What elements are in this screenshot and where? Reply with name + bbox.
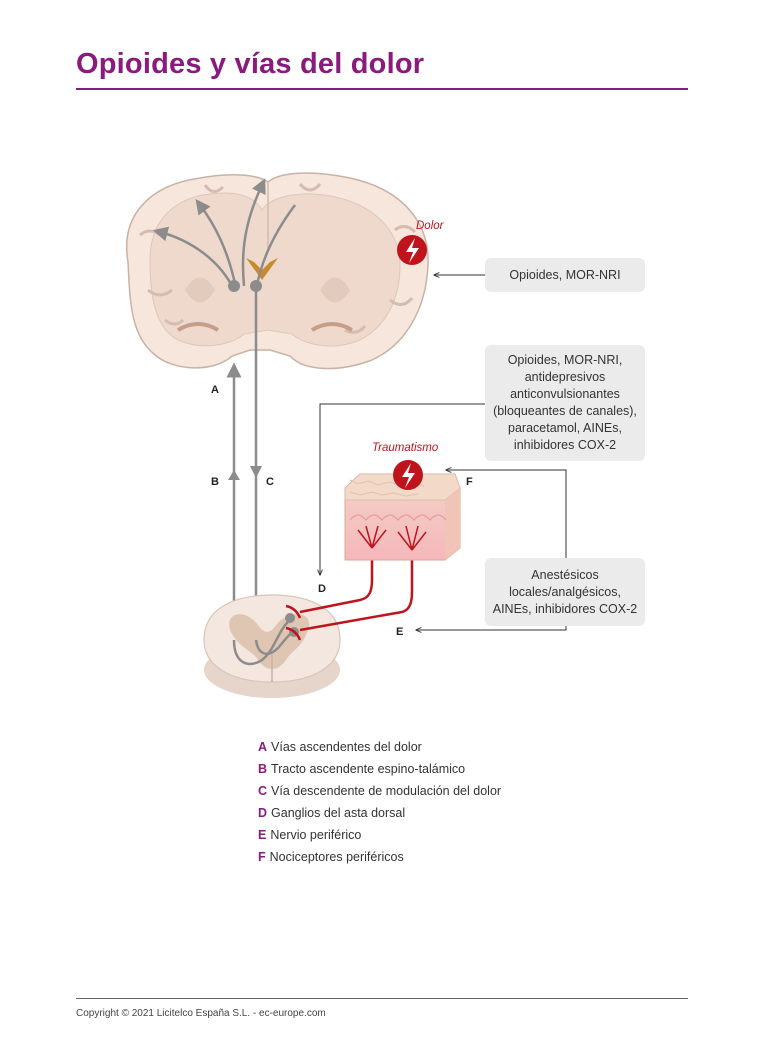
dorsal-horn-neuron-1 — [285, 613, 295, 623]
peripheral-nerve — [285, 548, 414, 641]
label-c: C — [266, 476, 274, 488]
label-b: B — [211, 476, 219, 488]
label-e: E — [396, 626, 403, 638]
drug-box-descending: Opioides, MOR-NRI, antidepresivos antico… — [485, 345, 645, 461]
brain-pathways — [152, 178, 297, 291]
descending-arrow-c — [250, 466, 262, 478]
thalamus-neuron-c — [250, 280, 262, 292]
label-dolor: Dolor — [416, 220, 445, 232]
label-f: F — [466, 476, 473, 488]
title-divider — [76, 88, 688, 90]
ascending-arrow-b — [228, 470, 240, 480]
spinal-cord-section — [203, 594, 341, 698]
brain-section — [126, 172, 429, 370]
lightning-icon-trauma — [393, 460, 423, 490]
connector-lines — [320, 275, 567, 630]
page-title: Opioides y vías del dolor — [76, 48, 425, 80]
footer-divider — [76, 998, 688, 999]
skin-block — [344, 473, 461, 561]
drug-box-brain: Opioides, MOR-NRI — [485, 258, 645, 292]
spinal-loop-descending — [254, 630, 294, 656]
copyright-footer: Copyright © 2021 Licitelco España S.L. -… — [76, 1008, 326, 1019]
spinal-loop-ascending — [232, 619, 291, 666]
lightning-icon-brain — [397, 235, 427, 265]
label-a: A — [211, 384, 219, 396]
thalamus-neuron-a — [228, 280, 240, 292]
label-traumatismo: Traumatismo — [372, 442, 439, 454]
label-d: D — [318, 583, 326, 595]
drug-box-peripheral: Anestésicos locales/analgésicos, AINEs, … — [485, 558, 645, 626]
